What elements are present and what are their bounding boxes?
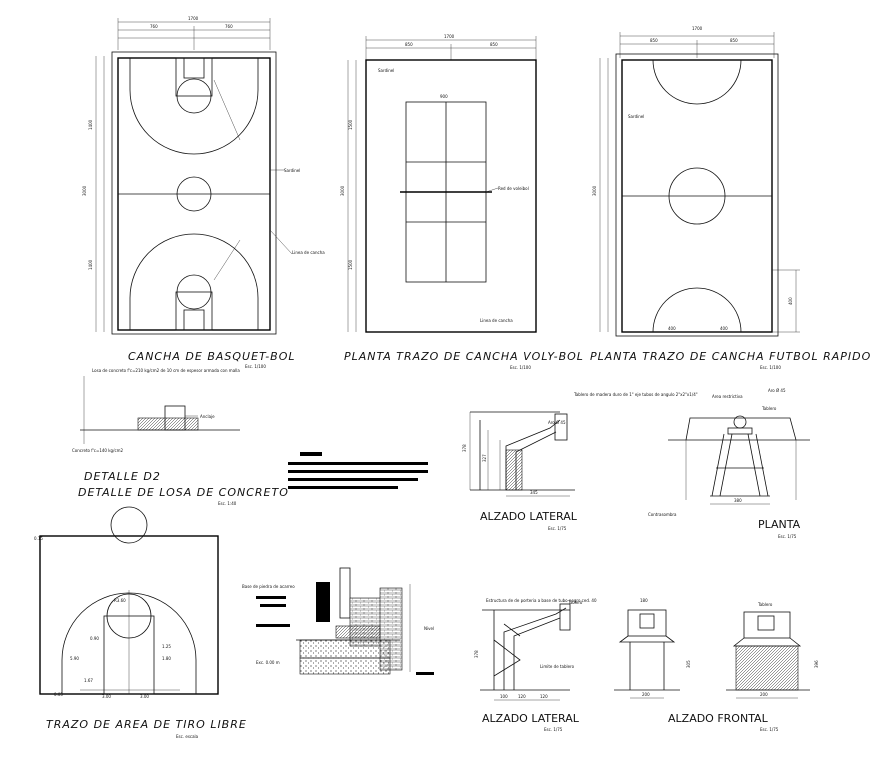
- svg-text:1400: 1400: [88, 259, 93, 270]
- tiro-scale: Esc. escala: [176, 734, 199, 739]
- alzado-frontal-title: ALZADO FRONTAL: [668, 712, 769, 725]
- front-dim-h2: 396: [814, 660, 819, 668]
- planta-scale: Esc. 1/75: [778, 534, 797, 539]
- tiro-v9: 1.67: [84, 678, 93, 683]
- slab-detail: Losa de concreto f'c=210 kg/cm2 de 10 cm…: [72, 368, 289, 506]
- free-throw-area-layout: R3.60 0.15 0.05 1.80 1.25 3.00 3.00 0.90…: [34, 506, 247, 739]
- tiro-v5: 3.00: [102, 694, 111, 699]
- tiro-v4: 1.25: [162, 644, 171, 649]
- futbol-bot-b: 400: [720, 326, 728, 331]
- basket-borde-label: Sardinel: [284, 168, 300, 173]
- front-dim-b: 200: [760, 692, 768, 697]
- lat1-dim-base: 345: [530, 490, 538, 495]
- planta-tablero-label: Tablero: [761, 406, 777, 411]
- futbol-bot-a: 400: [668, 326, 676, 331]
- lat1-dim-b: 327: [482, 454, 487, 462]
- frontal-scale: Esc. 1/75: [760, 727, 779, 732]
- lat2-dim-h: 378: [474, 650, 479, 658]
- tiro-v2: 0.05: [54, 692, 63, 697]
- losa-scale: Esc. 1:40: [218, 501, 237, 506]
- planta-dim: 380: [734, 498, 742, 503]
- lat2-limite: Limite de tablero: [540, 664, 575, 669]
- tiro-v7: 0.90: [90, 636, 99, 641]
- front-elevations: 200 180 305 200 396 Tablero ALZADO FRONT…: [614, 598, 819, 732]
- lat1-scale: Esc. 1/75: [548, 526, 567, 531]
- front-dim-a: 200: [642, 692, 650, 697]
- tiro-v1: 0.15: [34, 536, 43, 541]
- side-elevation-1: 378 327 345 Tablero de madera duro de 1"…: [462, 392, 698, 531]
- voley-width-dim: 1700: [444, 34, 455, 39]
- futbol-borde-label: Sardinel: [628, 114, 644, 119]
- planta-contrasombra: Contrasombra: [648, 512, 677, 517]
- front-dim-h: 305: [686, 660, 691, 668]
- svg-text:1500: 1500: [348, 259, 353, 270]
- voley-length-dim: 3000: [340, 185, 345, 196]
- basket-dim-a: 760: [150, 24, 158, 29]
- svg-text:Nivel: Nivel: [424, 626, 434, 631]
- basket-length-dim: 3000: [82, 185, 87, 196]
- svg-text:Exc. 0.00 m: Exc. 0.00 m: [256, 660, 280, 665]
- trazo-tiro-title: TRAZO DE AREA DE TIRO LIBRE: [46, 718, 247, 731]
- planta-aro-label: Aro Ø 45: [768, 388, 786, 393]
- lat2-tablero: Tablero: [567, 600, 583, 605]
- tiro-r: R3.60: [114, 598, 126, 603]
- hoop-plan-view: 380 Area restrictiva Aro Ø 45 Tablero Co…: [648, 388, 810, 539]
- svg-text:Anclaje: Anclaje: [200, 414, 215, 419]
- futbol-title: PLANTA TRAZO DE CANCHA FUTBOL RAPIDO: [590, 350, 870, 363]
- alzado-lateral-2-title: ALZADO LATERAL: [482, 712, 580, 725]
- futbol-scale: Esc. 1/100: [760, 365, 781, 370]
- lat2-dim-a: 100: [500, 694, 508, 699]
- legend-blocks: [288, 452, 428, 489]
- lat1-tablero-note: Tablero de madera duro de 1" eje tubos d…: [573, 392, 698, 397]
- svg-text:Concreto f'c=140 kg/cm2: Concreto f'c=140 kg/cm2: [72, 448, 124, 453]
- voley-inner-dim: 900: [440, 94, 448, 99]
- basket-dim-b: 760: [225, 24, 233, 29]
- lat1-aro: Aro Ø 45: [548, 420, 566, 425]
- futbol-dim-b: 850: [730, 38, 738, 43]
- voley-borde-label: Sardinel: [378, 68, 394, 73]
- futsal-court-plan: 1700 850 850 3000 400 400 400 Sardinel P…: [590, 26, 870, 370]
- tiro-v3: 1.80: [162, 656, 171, 661]
- base-label: Base de piedra de acarreo: [242, 584, 295, 589]
- side-elevation-2: 100 120 120 378 Estructura de de porteri…: [474, 598, 597, 732]
- svg-text:1500: 1500: [348, 119, 353, 130]
- voley-dim-b: 850: [490, 42, 498, 47]
- tiro-v6: 3.00: [140, 694, 149, 699]
- basket-width-dim: 1700: [188, 16, 199, 21]
- planta-area-label: Area restrictiva: [712, 394, 743, 399]
- foundation-section-detail: Base de piedra de acarreo Exc. 0.00 m Ni…: [242, 567, 434, 675]
- futbol-dim-a: 850: [650, 38, 658, 43]
- voley-scale: Esc. 1/100: [510, 365, 531, 370]
- lat1-dim-a: 378: [462, 444, 467, 452]
- svg-text:1400: 1400: [88, 119, 93, 130]
- volleyball-court-plan: 1700 850 850 3000 1500 1500 900 Sardinel…: [340, 34, 584, 370]
- basket-title: CANCHA DE BASQUET-BOL: [128, 350, 296, 363]
- tiro-v8: 5.90: [70, 656, 79, 661]
- basketball-court-plan: 1700 760 760 3000 1400 1400 Sardinel Lin…: [82, 16, 325, 369]
- basket-scale: Esc. 1/100: [245, 364, 266, 369]
- front-dim-top: 180: [640, 598, 648, 603]
- planta-title: PLANTA: [758, 518, 801, 531]
- alzado-lateral-1-title: ALZADO LATERAL: [480, 510, 578, 523]
- lat2-estructura: Estructura de de porteria a base de tubo…: [486, 598, 597, 603]
- lat2-dim-b: 120: [518, 694, 526, 699]
- svg-text:400: 400: [788, 297, 793, 305]
- voley-linea-label: Linea de cancha: [480, 318, 513, 323]
- voley-net-label: Red de voleibol: [498, 186, 529, 191]
- voley-title: PLANTA TRAZO DE CANCHA VOLY-BOL: [344, 350, 584, 363]
- lat2-dim-c: 120: [540, 694, 548, 699]
- lat2-scale: Esc. 1/75: [544, 727, 563, 732]
- front-tablero: Tablero: [757, 602, 773, 607]
- futbol-length-dim: 3000: [592, 185, 597, 196]
- basket-linea-label: Linea de cancha: [292, 250, 325, 255]
- detalle-d2-title: DETALLE D2: [84, 470, 161, 483]
- detalle-losa-title: DETALLE DE LOSA DE CONCRETO: [78, 486, 289, 499]
- voley-dim-a: 850: [405, 42, 413, 47]
- losa-note: Losa de concreto f'c=210 kg/cm2 de 10 cm…: [92, 368, 240, 373]
- futbol-width-dim: 1700: [692, 26, 703, 31]
